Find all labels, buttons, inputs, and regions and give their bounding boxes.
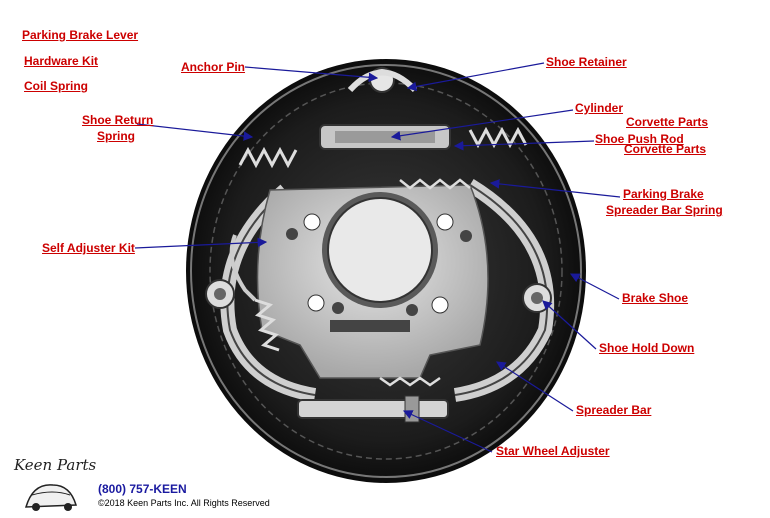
phone-number[interactable]: (800) 757-KEEN bbox=[98, 482, 187, 496]
label-self-adjuster-kit[interactable]: Self Adjuster Kit bbox=[42, 241, 135, 255]
label-shoe-push-rod[interactable]: Shoe Push Rod bbox=[595, 132, 684, 146]
label-brake-shoe[interactable]: Brake Shoe bbox=[622, 291, 689, 305]
label-shoe-hold-down[interactable]: Shoe Hold Down bbox=[599, 341, 695, 355]
copyright-text: ©2018 Keen Parts Inc. All Rights Reserve… bbox=[98, 498, 270, 508]
adjuster-spring bbox=[379, 376, 441, 387]
drum-rim bbox=[190, 64, 582, 478]
label-spreader-bar[interactable]: Spreader Bar bbox=[576, 403, 652, 417]
return-spring-right bbox=[468, 126, 528, 149]
label-shoe-return-spring-2[interactable]: Spring bbox=[97, 129, 135, 143]
label-shoe-return-spring-1[interactable]: Shoe Return bbox=[82, 113, 154, 127]
label-corvette-parts-2[interactable]: Corvette Parts bbox=[624, 142, 707, 156]
label-coil-spring[interactable]: Coil Spring bbox=[24, 79, 88, 93]
self-adjuster-lever bbox=[229, 234, 257, 302]
label-shoe-retainer[interactable]: Shoe Retainer bbox=[546, 55, 627, 69]
label-hardware-kit[interactable]: Hardware Kit bbox=[24, 54, 99, 68]
lower-spring-left bbox=[254, 298, 280, 352]
label-parking-brake-lever[interactable]: Parking Brake Lever bbox=[22, 28, 139, 42]
label-parking-brake-spreader-2[interactable]: Spreader Bar Spring bbox=[606, 203, 723, 217]
label-anchor-pin[interactable]: Anchor Pin bbox=[181, 60, 246, 74]
logo-text: Keen Parts bbox=[14, 456, 97, 474]
label-cylinder[interactable]: Cylinder bbox=[575, 101, 624, 115]
return-spring-left bbox=[238, 146, 298, 169]
spreader-spring bbox=[399, 178, 471, 190]
label-parking-brake-spreader-1[interactable]: Parking Brake bbox=[623, 187, 704, 201]
keen-parts-logo bbox=[24, 484, 77, 511]
label-star-wheel-adjuster[interactable]: Star Wheel Adjuster bbox=[496, 444, 610, 458]
leader-lines bbox=[134, 62, 621, 453]
label-corvette-parts-1[interactable]: Corvette Parts bbox=[626, 115, 709, 129]
star-wheel-adjuster bbox=[297, 399, 449, 419]
